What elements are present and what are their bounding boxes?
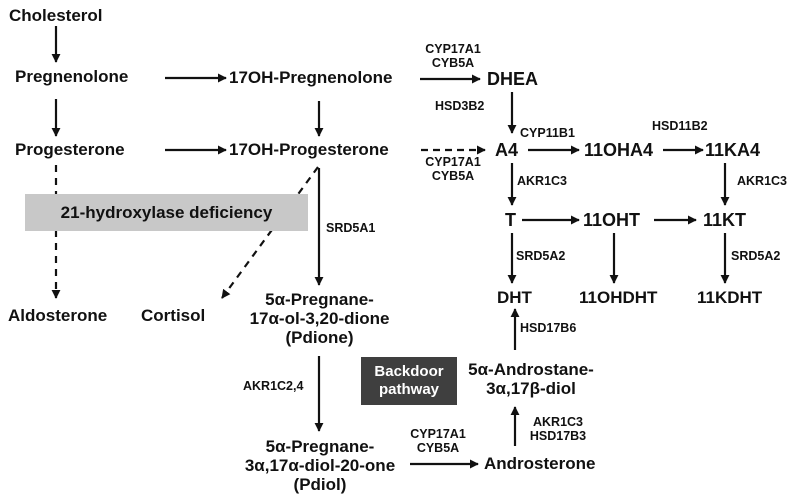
pdiol-line-2: 3α,17α-diol-20-one: [244, 456, 396, 476]
enzyme-hsd3b2: HSD3B2: [435, 99, 485, 113]
arrow-17ohprog-cortisol: [221, 166, 319, 299]
molecule-17oh-progesterone: 17OH-Progesterone: [229, 140, 389, 159]
molecule-androstanediol: 5α-Androstane- 3α,17β-diol: [466, 360, 596, 398]
enzyme-srd5a2-t: SRD5A2: [516, 249, 566, 263]
pdione-line-1: 5α-Pregnane-: [265, 290, 374, 309]
molecule-dht: DHT: [497, 288, 532, 307]
enzyme-akr1c3-hsd17b3-line-2: HSD17B3: [529, 429, 587, 443]
molecule-11ka4: 11KA4: [705, 140, 761, 160]
enzyme-cyp17a1-bottom-line-2: CYB5A: [416, 441, 460, 455]
enzyme-srd5a1: SRD5A1: [326, 221, 376, 235]
molecule-pregnenolone: Pregnenolone: [15, 67, 129, 86]
pdiol-line-3: (Pdiol): [293, 475, 347, 495]
enzyme-cyp17a1-bottom: CYP17A1 CYB5A: [397, 427, 479, 455]
enzyme-hsd17b6: HSD17B6: [520, 321, 577, 335]
enzyme-akr1c3-hsd17b3: AKR1C3 HSD17B3: [522, 415, 594, 443]
enzyme-srd5a2-kt: SRD5A2: [731, 249, 781, 263]
pdiol-line-1: 5α-Pregnane-: [265, 437, 375, 456]
molecule-pdiol: 5α-Pregnane- 3α,17α-diol-20-one (Pdiol): [230, 437, 410, 494]
androstanediol-line-1: 5α-Androstane-: [468, 360, 594, 379]
molecule-androsterone: Androsterone: [484, 454, 596, 473]
enzyme-cyp11b1: CYP11B1: [520, 126, 575, 140]
enzyme-hsd11b2: HSD11B2: [652, 119, 708, 133]
backdoor-line-2: pathway: [378, 381, 439, 398]
molecule-11kdht: 11KDHT: [697, 288, 763, 307]
pdione-line-3: (Pdione): [285, 328, 354, 348]
enzyme-akr1c3-a4: AKR1C3: [517, 174, 568, 188]
backdoor-pathway-box: Backdoor pathway: [361, 357, 457, 405]
enzyme-cyp17a1-bottom-line-1: CYP17A1: [410, 427, 466, 441]
deficiency-label: 21-hydroxylase deficiency: [60, 202, 273, 222]
molecule-t: T: [505, 210, 516, 230]
enzyme-cyp17a1-top-line-2: CYB5A: [431, 56, 475, 70]
molecule-11kt: 11KT: [703, 210, 747, 230]
androstanediol-line-2: 3α,17β-diol: [486, 379, 576, 399]
molecule-17oh-pregnenolone: 17OH-Pregnenolone: [229, 68, 393, 87]
pdione-line-2: 17α-ol-3,20-dione: [249, 309, 390, 329]
molecule-progesterone: Progesterone: [15, 140, 125, 159]
molecule-cholesterol: Cholesterol: [9, 6, 103, 25]
enzyme-akr1c3-ka4: AKR1C3: [737, 174, 788, 188]
molecule-dhea: DHEA: [487, 69, 539, 89]
enzyme-cyp17a1-mid: CYP17A1 CYB5A: [412, 155, 494, 183]
enzyme-akr1c3-hsd17b3-line-1: AKR1C3: [532, 415, 583, 429]
molecule-aldosterone: Aldosterone: [8, 306, 108, 325]
backdoor-line-1: Backdoor: [374, 363, 444, 380]
deficiency-box: 21-hydroxylase deficiency: [25, 194, 308, 231]
molecule-pdione: 5α-Pregnane- 17α-ol-3,20-dione (Pdione): [237, 290, 402, 347]
enzyme-cyp17a1-top-line-1: CYP17A1: [425, 42, 481, 56]
molecule-cortisol: Cortisol: [141, 306, 206, 325]
molecule-11ohdht: 11OHDHT: [579, 288, 658, 307]
molecule-11oha4: 11OHA4: [584, 140, 654, 160]
enzyme-cyp17a1-mid-line-2: CYB5A: [431, 169, 475, 183]
enzyme-cyp17a1-mid-line-1: CYP17A1: [425, 155, 481, 169]
molecule-11oht: 11OHT: [583, 210, 641, 230]
enzyme-cyp17a1-top: CYP17A1 CYB5A: [412, 42, 494, 70]
molecule-a4: A4: [495, 140, 519, 160]
enzyme-akr1c2-4: AKR1C2,4: [243, 379, 304, 393]
